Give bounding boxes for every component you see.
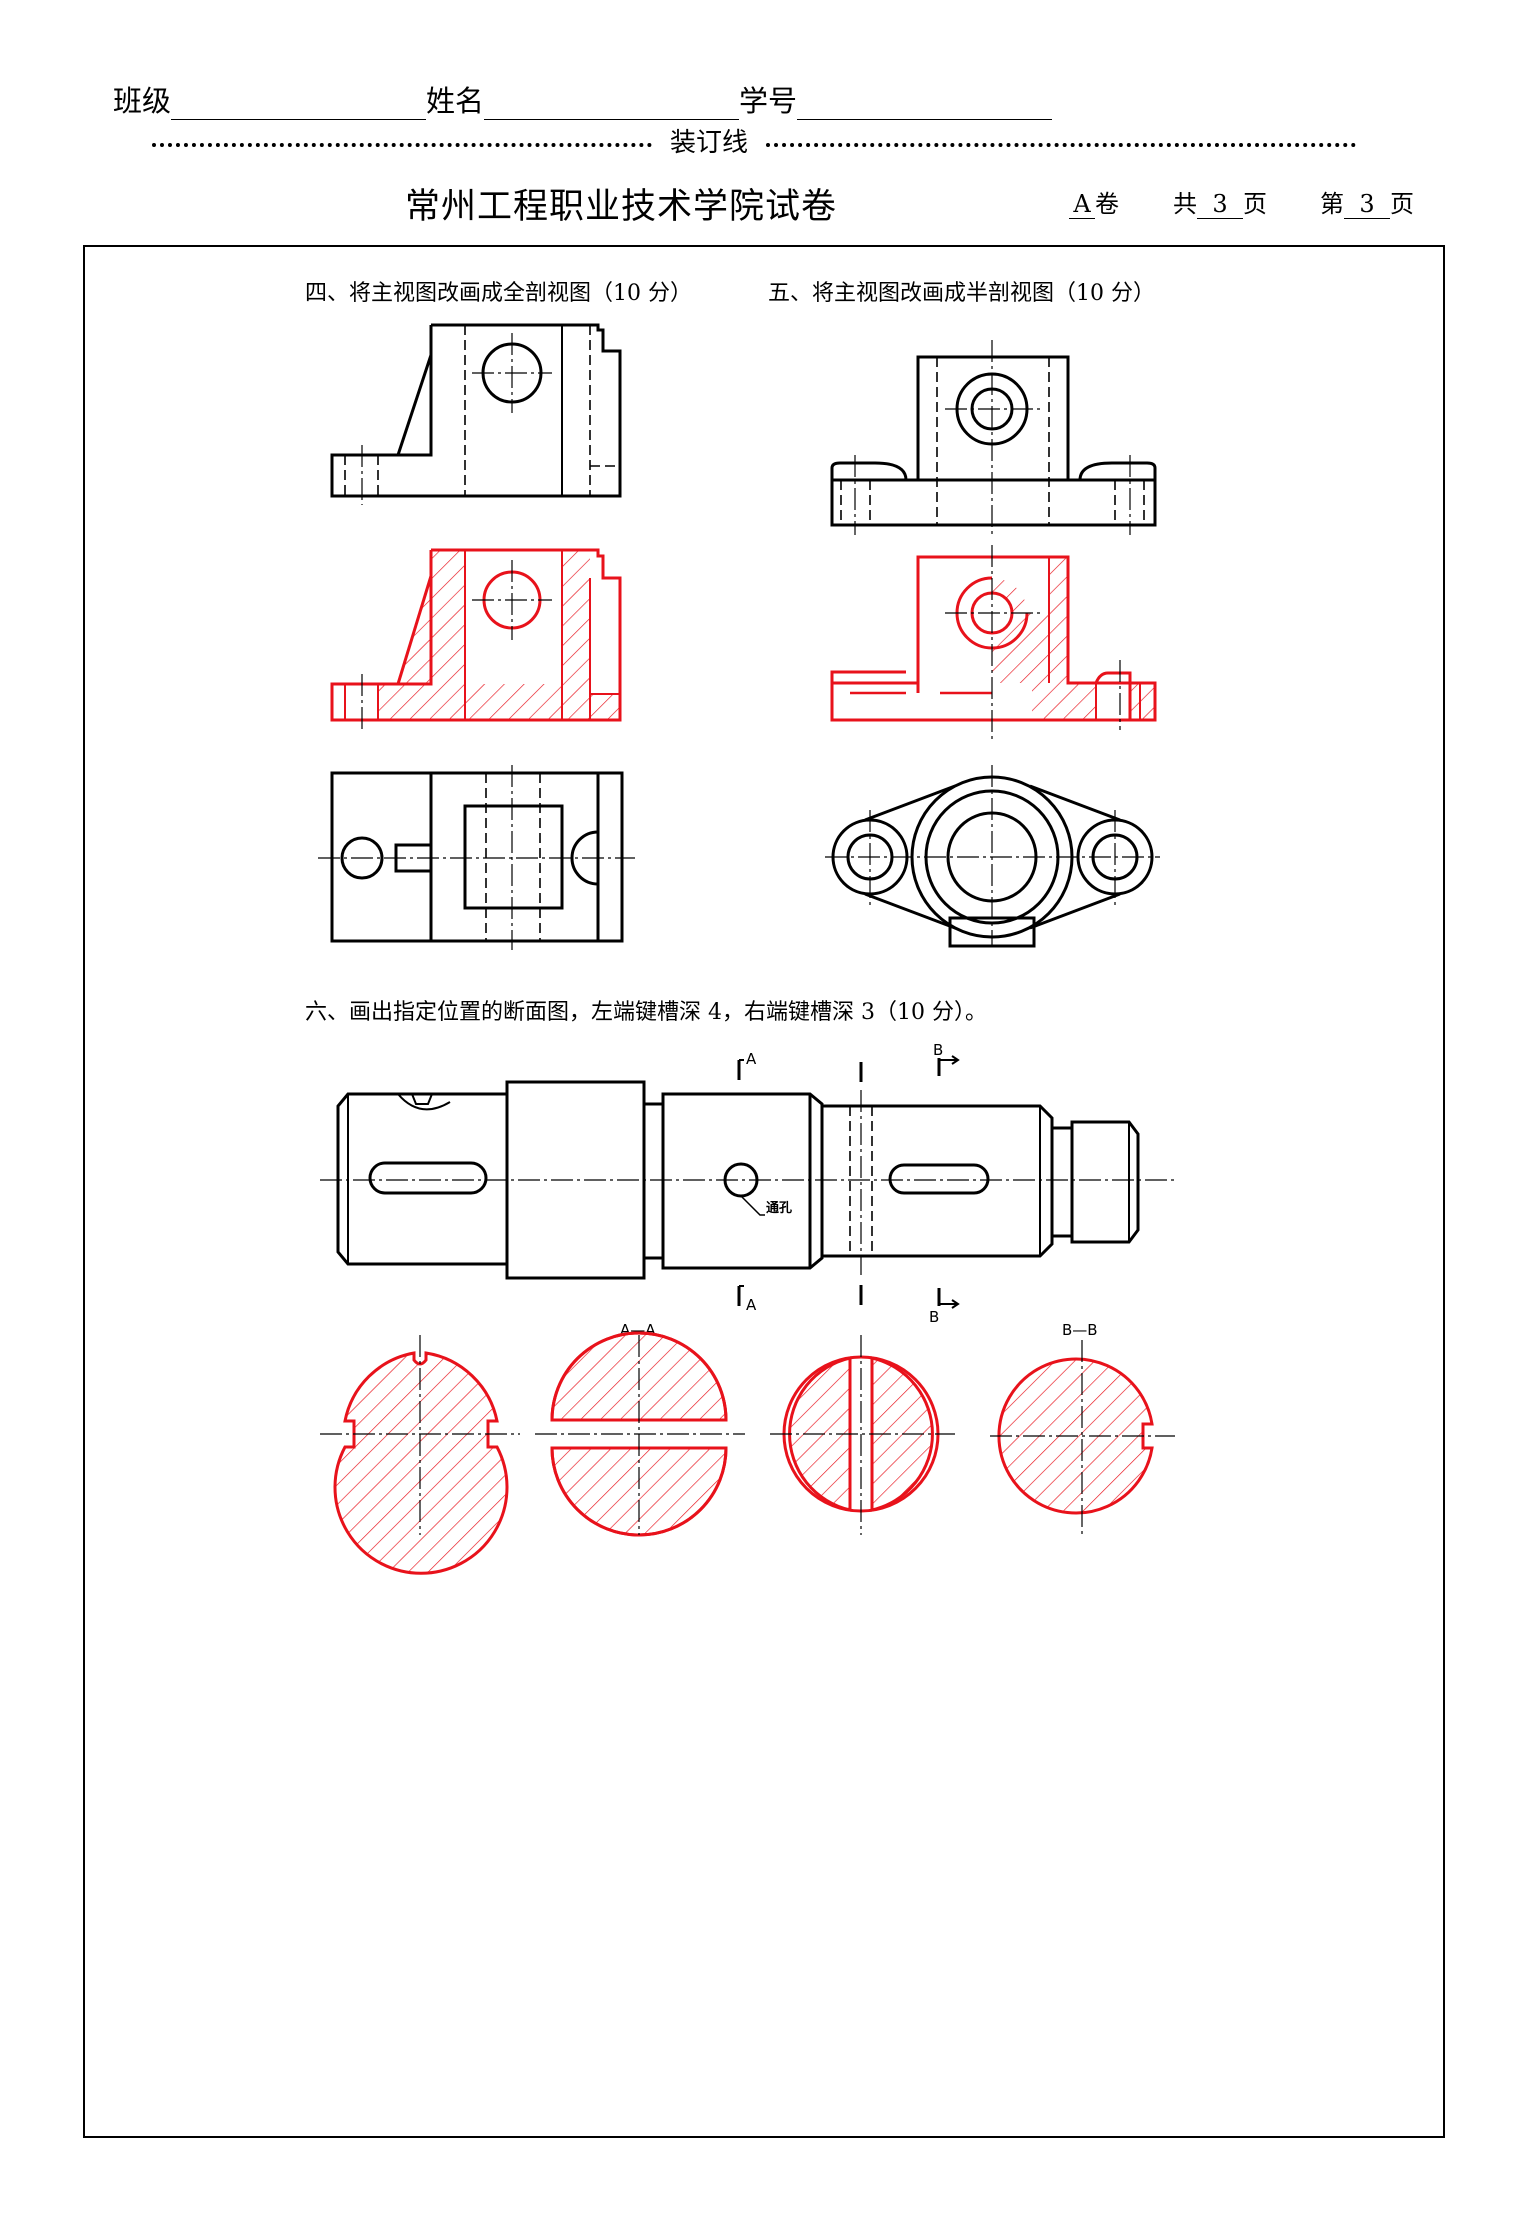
section-title-bb: B—B [1062, 1321, 1098, 1339]
question-5-text: 五、将主视图改画成半剖视图（10 分） [768, 281, 1155, 306]
q5-top-view [825, 765, 1160, 948]
student-id-label: 学号 [739, 84, 798, 118]
q5-original-front-view [830, 340, 1157, 535]
binding-line: 装订线 [152, 130, 1356, 156]
q4-top-view [318, 765, 635, 950]
q4-original-front-view [330, 323, 622, 505]
class-field[interactable] [171, 93, 427, 120]
current-page-value: 3 [1344, 190, 1390, 219]
q4-full-section-answer [330, 548, 622, 730]
paper-type-value: A [1069, 190, 1095, 219]
student-id-field[interactable] [797, 93, 1053, 120]
section-label-b-bottom: B [929, 1308, 939, 1326]
cross-section-left-keyway [320, 1335, 520, 1575]
cross-section-bb [990, 1340, 1175, 1535]
school-title: 常州工程职业技术学院试卷 [405, 187, 838, 227]
section-label-a-bottom: A [746, 1296, 757, 1314]
q5-half-section-answer [830, 545, 1157, 740]
binding-line-label: 装订线 [659, 130, 759, 156]
cross-section-slot [770, 1335, 955, 1535]
cross-section-aa [535, 1331, 745, 1537]
question-6-text: 六、画出指定位置的断面图，左端键槽深 4，右端键槽深 3（10 分）。 [305, 1000, 987, 1025]
total-pages-value: 3 [1197, 190, 1243, 219]
exam-frame [83, 245, 1445, 2138]
through-hole-label: 通孔 [766, 1200, 792, 1216]
section-label-b-top: B [933, 1041, 943, 1059]
name-field[interactable] [484, 93, 740, 120]
paper-type-suffix: 卷 [1095, 190, 1119, 218]
question-4-text: 四、将主视图改画成全剖视图（10 分） [305, 281, 692, 306]
class-label: 班级 [113, 84, 172, 118]
q6-shaft-drawing [320, 1080, 1175, 1280]
name-label: 姓名 [426, 84, 485, 118]
section-marks [737, 1055, 960, 1309]
section-label-a-top: A [746, 1050, 757, 1068]
student-info-row: 班级 姓名 学号 [113, 78, 1053, 120]
